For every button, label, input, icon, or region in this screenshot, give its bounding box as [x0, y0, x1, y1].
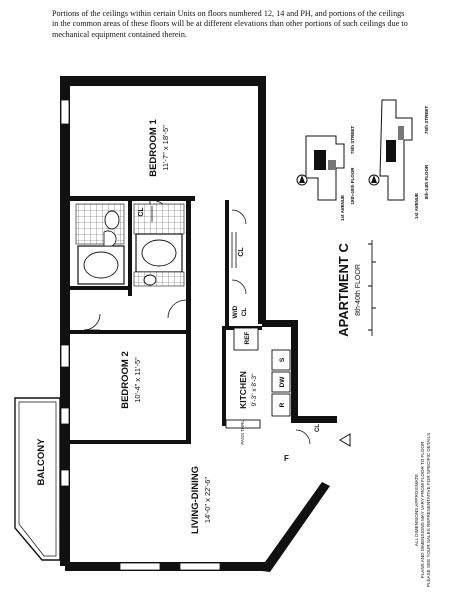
apartment-floors: 8th-40th FLOOR [355, 264, 362, 316]
living-name: LIVING-DINING [190, 466, 201, 534]
range-label: R [279, 402, 286, 407]
disclaimer-line-3: PLEASE SEE YOUR SALES REPRESENTATIVE FOR… [426, 433, 431, 587]
wd-label: W/D [232, 305, 239, 318]
bedroom1-name: BEDROOM 1 [148, 119, 159, 177]
stove-label: S [279, 357, 286, 362]
plan-a-street: 75th STREET [350, 126, 355, 155]
closet-label-3: CL [315, 424, 321, 432]
scale-bar-icon [368, 240, 376, 336]
balcony [14, 397, 61, 561]
apartment-name: APARTMENT C [336, 243, 351, 337]
closet-rods [151, 206, 237, 268]
disclaimer: ALL DIMENSIONS APPROXIMATE PLANS AND DIM… [414, 433, 431, 587]
key-plan-b: 8th-14th FLOOR 75th STREET 1st AVENUE [368, 99, 429, 219]
bedroom1-dims: 11'-7" x 18'-5" [161, 125, 170, 171]
disclaimer-line-1: ALL DIMENSIONS APPROXIMATE [414, 474, 419, 546]
plan-a-avenue: 1st AVENUE [340, 195, 345, 221]
balcony-name: BALCONY [36, 438, 47, 486]
door-swings [83, 199, 311, 445]
ceiling-notice: Portions of the ceilings within certain … [52, 9, 444, 40]
plan-b-floor: 8th-14th FLOOR [424, 164, 429, 199]
plan-a-floor: 18th-40th FLOOR [350, 167, 355, 205]
closet-label-2: CL [238, 247, 245, 257]
entry-arrow-icon [339, 433, 351, 447]
kitchen-fixtures [225, 327, 291, 429]
plan-b-avenue: 1st AVENUE [414, 193, 419, 219]
wd-closet-label: CL [241, 308, 248, 317]
plan-b-street: 75th STREET [424, 106, 429, 135]
notice-line-2: in the common areas of these floors will… [52, 19, 408, 29]
dw-label: DW [279, 376, 286, 388]
disclaimer-line-2: PLANS AND DIMENSIONS MAY VARY FROM FLOOR… [420, 441, 425, 578]
bathroom-2 [133, 203, 185, 287]
living-dims: 14'-0" x 22'-6" [203, 477, 212, 523]
key-plan-a: 18th-40th FLOOR 75th STREET 1st AVENUE [296, 126, 355, 221]
bedroom2-name: BEDROOM 2 [120, 351, 131, 409]
notice-line-3: mechanical equipment contained therein. [52, 29, 187, 39]
ref-label: REF [244, 331, 251, 344]
bedroom2-dims: 10'-4" x 11'-5" [133, 357, 142, 403]
fireplace-mark: F [284, 454, 289, 463]
apartment-title: APARTMENT C 8th-40th FLOOR [336, 243, 362, 337]
kitchen-dims: 9'-3" x 8'-3" [251, 373, 258, 406]
kitchen-name: KITCHEN [238, 371, 248, 409]
windows [60, 99, 221, 571]
closet-label-1: CL [138, 207, 145, 217]
pass-thru-label: PASS THRU [240, 419, 245, 444]
notice-line-1: Portions of the ceilings within certain … [52, 9, 405, 18]
bathroom-1 [75, 203, 125, 285]
